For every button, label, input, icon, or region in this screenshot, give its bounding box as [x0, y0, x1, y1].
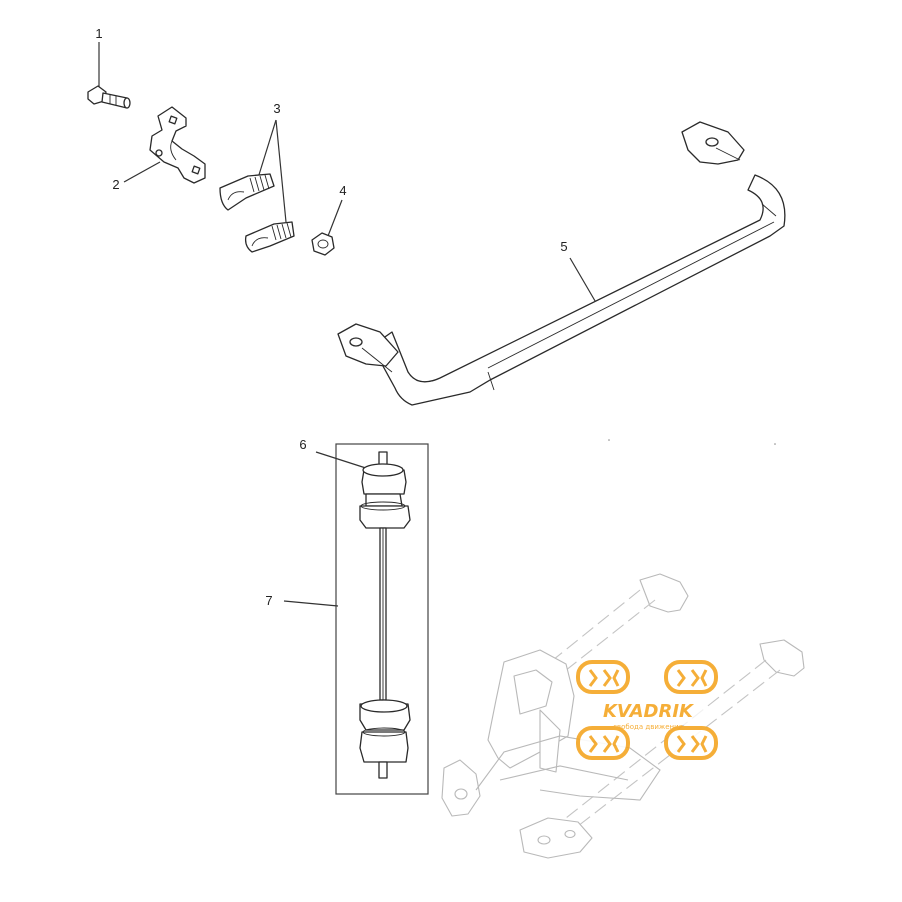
scan-dot — [774, 443, 776, 445]
part-1-bolt — [87, 42, 131, 109]
scan-dot — [608, 439, 610, 441]
callout-7: 7 — [265, 593, 272, 608]
callout-3: 3 — [273, 101, 280, 116]
callout-6: 6 — [299, 437, 306, 452]
callout-labels: 1 2 3 4 5 6 7 — [95, 26, 567, 608]
tyre-bottom-right-icon — [664, 726, 718, 760]
link-assembly — [283, 443, 429, 795]
callout-4: 4 — [339, 183, 346, 198]
watermark-brand: KVADRIK — [603, 701, 695, 722]
tyre-top-left-icon — [576, 660, 630, 694]
suspension-context-drawing — [441, 573, 805, 859]
tyre-bottom-left-icon — [576, 726, 630, 760]
kvadrik-watermark-logo: KVADRIK свобода движения — [576, 660, 718, 760]
callout-5: 5 — [560, 239, 567, 254]
callout-2: 2 — [112, 177, 119, 192]
part-2-clamp-bracket — [123, 106, 206, 184]
part-4-nut — [311, 199, 343, 256]
part-3-bushings — [219, 119, 295, 253]
part-5-stabilizer-bar — [337, 121, 786, 406]
tyre-top-right-icon — [664, 660, 718, 694]
assembly-frame — [335, 443, 429, 795]
watermark-tagline: свобода движения — [613, 723, 683, 731]
callout-1: 1 — [95, 26, 102, 41]
